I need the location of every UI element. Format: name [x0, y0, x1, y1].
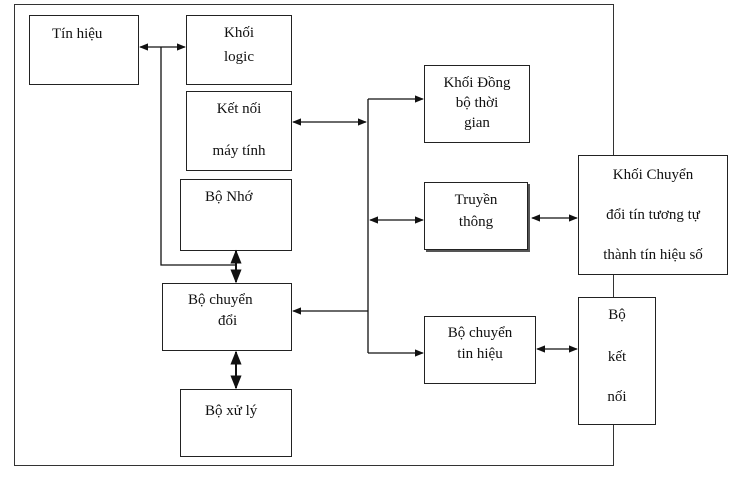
label-chuyen-doi-tin-line2: đổi tín tương tự [606, 207, 700, 223]
label-ket-noi-line1: Kết nối [216, 101, 262, 117]
block-tin-hieu: Tín hiệu [29, 15, 139, 85]
label-bo-ket-noi-line2: kết [607, 349, 627, 365]
label-bo-ket-noi-line3: nối [607, 389, 627, 405]
label-khoi-logic-line1: Khối [224, 25, 254, 41]
label-bo-chuyen-doi-line1: Bộ chuyển [188, 292, 253, 308]
block-bo-ket-noi: Bộ kết nối [578, 297, 656, 425]
block-khoi-logic: Khối logic [186, 15, 292, 85]
block-ket-noi-may-tinh: Kết nối máy tính [186, 91, 292, 171]
label-truyen-thong-line2: thông [458, 214, 494, 230]
label-dong-bo-line2: bộ thời [455, 95, 499, 111]
line-left-bus [160, 47, 236, 266]
label-chuyen-doi-tin-line1: Khối Chuyển [612, 167, 694, 183]
label-tin-hieu: Tín hiệu [52, 26, 103, 42]
label-dong-bo-line3: gian [464, 115, 490, 131]
label-bo-xu-ly: Bộ xử lý [205, 403, 258, 419]
label-bo-nho: Bộ Nhớ [205, 189, 253, 205]
block-truyen-thong: Truyền thông [424, 182, 528, 250]
block-khoi-dong-bo-thoi-gian: Khối Đồng bộ thời gian [424, 65, 530, 143]
block-bo-nho: Bộ Nhớ [180, 179, 292, 251]
block-bo-chuyen-doi: Bộ chuyển đổi [162, 283, 292, 351]
label-ket-noi-line2: máy tính [212, 143, 266, 159]
label-khoi-logic-line2: logic [224, 49, 254, 65]
block-bo-xu-ly: Bộ xử lý [180, 389, 292, 457]
block-bo-chuyen-tin-hieu: Bộ chuyển tin hiệu [424, 316, 536, 384]
label-dong-bo-line1: Khối Đồng [443, 75, 511, 91]
label-bo-chuyen-tin-hieu-line1: Bộ chuyển [447, 325, 513, 341]
label-truyen-thong-line1: Truyền [454, 192, 498, 208]
label-bo-chuyen-doi-line2: đổi [218, 313, 238, 329]
label-bo-chuyen-tin-hieu-line2: tin hiệu [457, 346, 503, 362]
label-chuyen-doi-tin-line3: thành tín hiệu số [603, 247, 703, 263]
label-bo-ket-noi-line1: Bộ [608, 307, 626, 323]
block-khoi-chuyen-doi-tin: Khối Chuyển đổi tín tương tự thành tín h… [578, 155, 728, 275]
